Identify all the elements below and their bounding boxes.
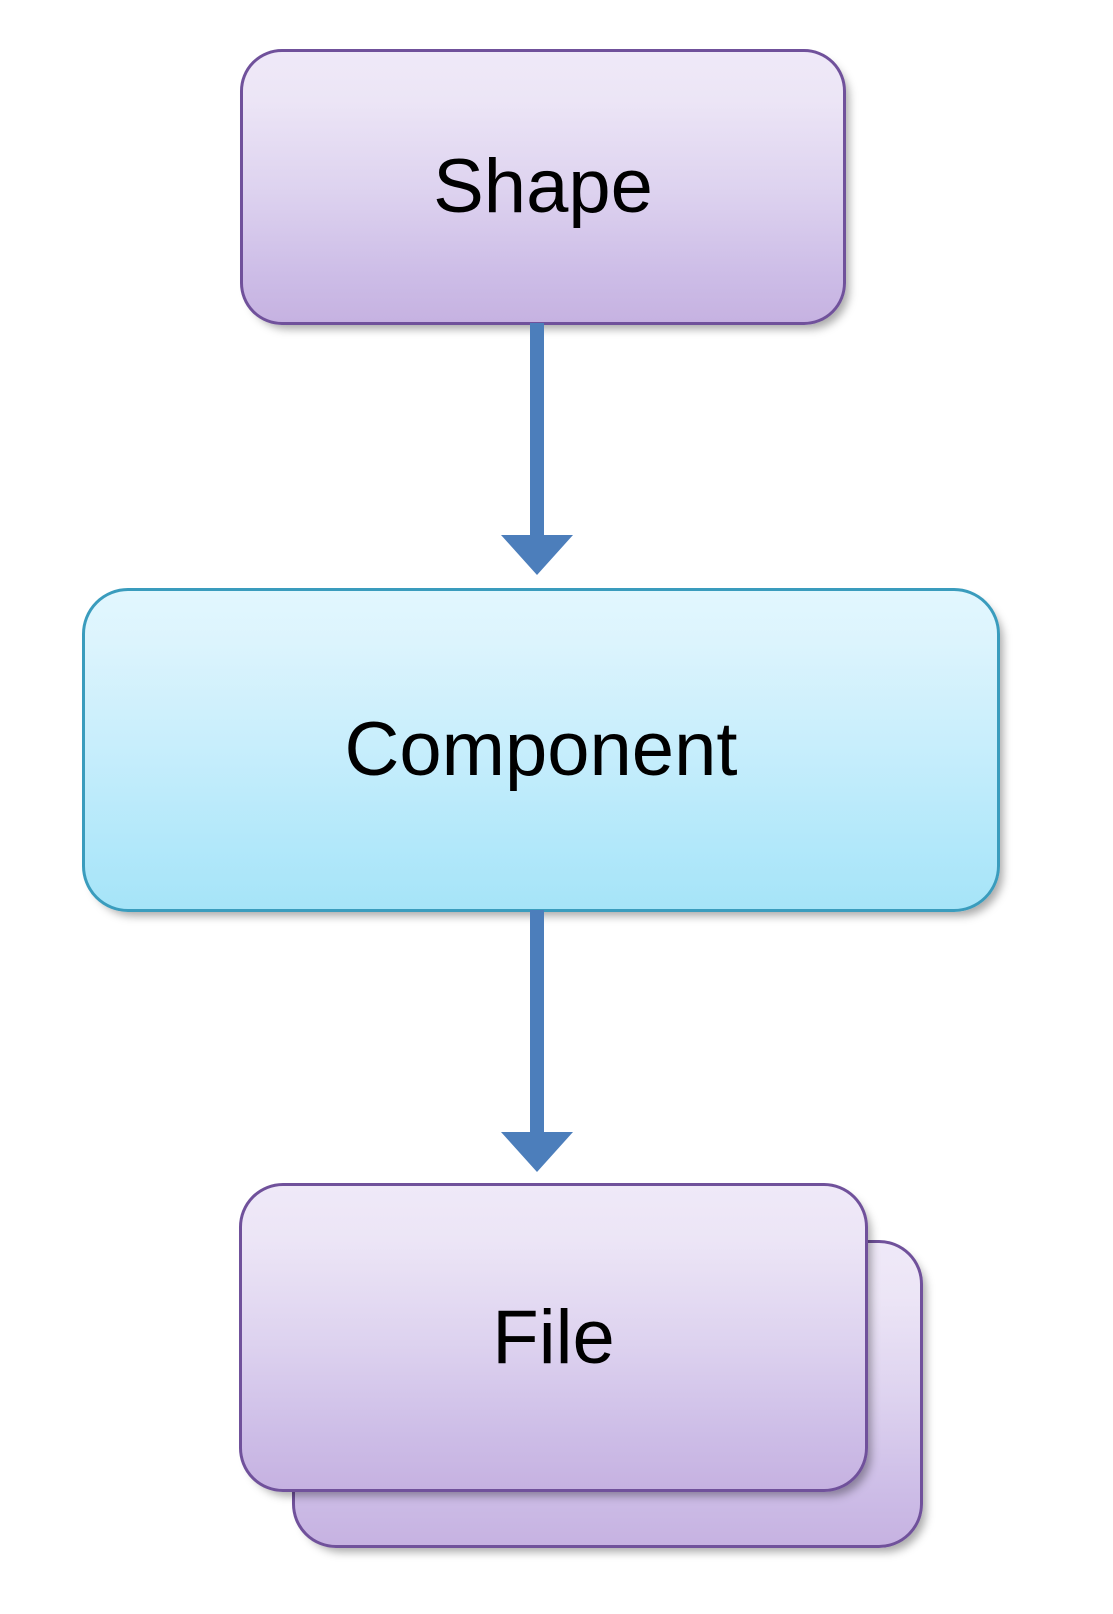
node-file-label: File	[492, 1294, 615, 1380]
node-component[interactable]: Component	[82, 588, 1000, 912]
arrow-component-to-file	[501, 910, 573, 1172]
arrow-component-to-file-body	[501, 910, 573, 1172]
node-shape[interactable]: Shape	[240, 49, 846, 325]
node-file[interactable]: File	[239, 1183, 868, 1492]
arrow-shape-to-component	[501, 323, 573, 575]
node-shape-label: Shape	[433, 144, 653, 230]
node-component-label: Component	[344, 707, 738, 793]
arrow-shape-to-component-body	[501, 323, 573, 575]
